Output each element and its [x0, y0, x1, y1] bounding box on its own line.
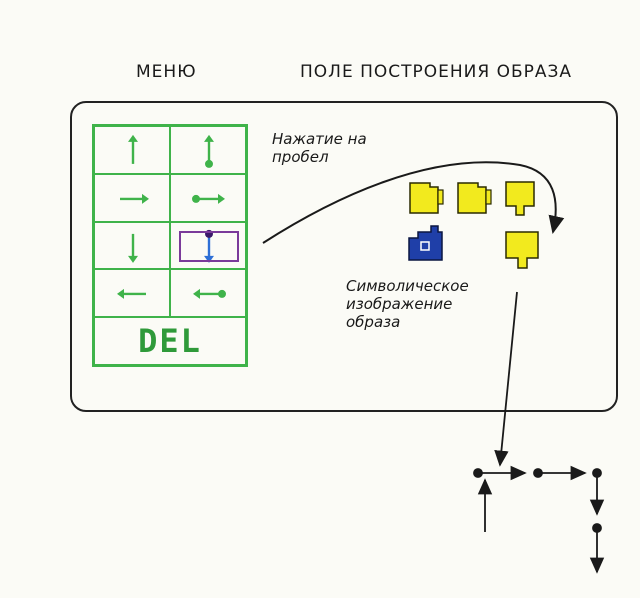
dot-arrow-left-icon: [193, 289, 226, 300]
dot-arrow-up-icon: [204, 134, 214, 168]
menu-item-move-left[interactable]: [94, 269, 170, 318]
result-drawing: [473, 465, 605, 574]
menu-item-draw-down[interactable]: [170, 221, 246, 270]
icon-dot: [218, 290, 226, 299]
icon-head: [117, 289, 124, 300]
icon-head: [142, 193, 149, 204]
result-arrow: [494, 291, 518, 467]
menu-item-draw-up[interactable]: [170, 126, 246, 174]
tile-blue-center: [420, 241, 430, 251]
icon-head: [128, 134, 138, 142]
icon-head: [193, 289, 200, 300]
tile-4: [505, 231, 539, 269]
dot-arrow-right-icon: [192, 193, 225, 204]
icon-head: [204, 134, 214, 142]
tile-3: [505, 181, 535, 216]
icon-head: [204, 255, 214, 263]
icon-head: [128, 255, 138, 263]
space-press-note: Нажатие на пробел: [272, 130, 367, 166]
menu-item-move-up[interactable]: [94, 126, 170, 174]
field-title: ПОЛЕ ПОСТРОЕНИЯ ОБРАЗА: [300, 62, 573, 82]
selection-frame: [179, 230, 239, 263]
tile-1-notch: [437, 189, 444, 205]
tile-1: [409, 182, 439, 214]
delete-label: DEL: [138, 322, 202, 361]
menu-item-move-right[interactable]: [94, 173, 170, 222]
menu-grid: DEL: [92, 124, 248, 367]
arrow-down-icon: [128, 233, 138, 263]
transition-arrow: [262, 161, 565, 244]
tile-2: [457, 182, 487, 214]
icon-dot: [205, 159, 213, 168]
menu-item-draw-right[interactable]: [170, 173, 246, 222]
menu-item-draw-left[interactable]: [170, 269, 246, 318]
arrow-up-icon: [128, 134, 138, 164]
symbolic-image-note: Символическое изображение образа: [346, 277, 469, 331]
icon-dot: [192, 194, 200, 203]
arrow-left-icon: [117, 289, 146, 300]
symbol-tiles: [408, 181, 539, 269]
tile-2-notch: [485, 189, 492, 205]
display-screen: [70, 101, 618, 412]
menu-item-delete[interactable]: DEL: [94, 317, 246, 365]
menu-item-move-down[interactable]: [94, 221, 170, 270]
icon-head: [218, 193, 225, 204]
arrow-right-icon: [120, 193, 149, 204]
menu-title: МЕНЮ: [136, 62, 197, 82]
tile-blue: [408, 225, 443, 261]
